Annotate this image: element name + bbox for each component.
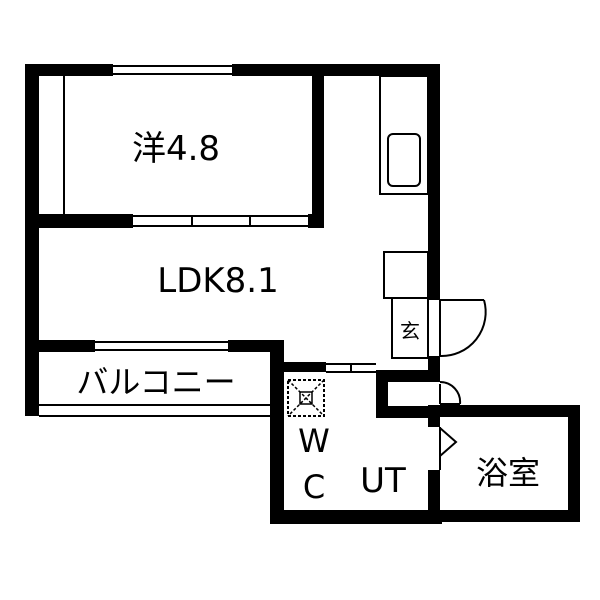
right-wall-mid bbox=[428, 356, 440, 370]
washing-machine-cross-2 bbox=[287, 379, 325, 417]
toilet-label-c: C bbox=[303, 468, 325, 506]
kitchen-sink-icon bbox=[387, 133, 421, 187]
bathroom-label: 浴室 bbox=[476, 454, 540, 492]
western-room-bottom-wall-left bbox=[25, 214, 133, 228]
wet-area-top-wall-left bbox=[270, 362, 326, 372]
bathroom-right-wall bbox=[568, 405, 580, 522]
entrance-door-swing-arc bbox=[439, 299, 487, 358]
bathroom-left-wall-top bbox=[428, 417, 440, 427]
bathroom-left-wall-bottom bbox=[428, 470, 440, 510]
western-room-bottom-wall-right bbox=[308, 214, 324, 228]
ldk-label: LDK8.1 bbox=[157, 261, 279, 301]
wet-area-left-wall bbox=[270, 340, 284, 524]
toilet-label-w: W bbox=[298, 422, 330, 460]
top-wall-left bbox=[25, 64, 113, 76]
washing-machine-drain bbox=[299, 391, 313, 405]
balcony-wall-left bbox=[25, 340, 95, 352]
kitchen-counter bbox=[379, 75, 429, 195]
bathroom-door-icon bbox=[439, 427, 458, 457]
wet-area-bottom-wall bbox=[270, 510, 442, 524]
western-room-label: 洋4.8 bbox=[132, 129, 220, 169]
western-room-right-wall bbox=[312, 64, 324, 228]
left-wall bbox=[25, 64, 39, 416]
entrance-area bbox=[391, 297, 429, 359]
closet-door-swing-arc bbox=[439, 380, 462, 405]
balcony-label: バルコニー bbox=[76, 363, 235, 401]
bathroom-top-wall bbox=[428, 405, 580, 417]
bathroom-bottom-wall bbox=[428, 510, 580, 522]
washing-machine-pan bbox=[287, 379, 325, 417]
top-wall-right bbox=[232, 64, 440, 76]
closet-bottom-wall bbox=[376, 406, 428, 418]
entrance-label: 玄 bbox=[400, 319, 420, 343]
closet-top-wall bbox=[376, 370, 440, 382]
utility-label: UT bbox=[360, 461, 406, 501]
right-wall-upper bbox=[428, 64, 440, 300]
